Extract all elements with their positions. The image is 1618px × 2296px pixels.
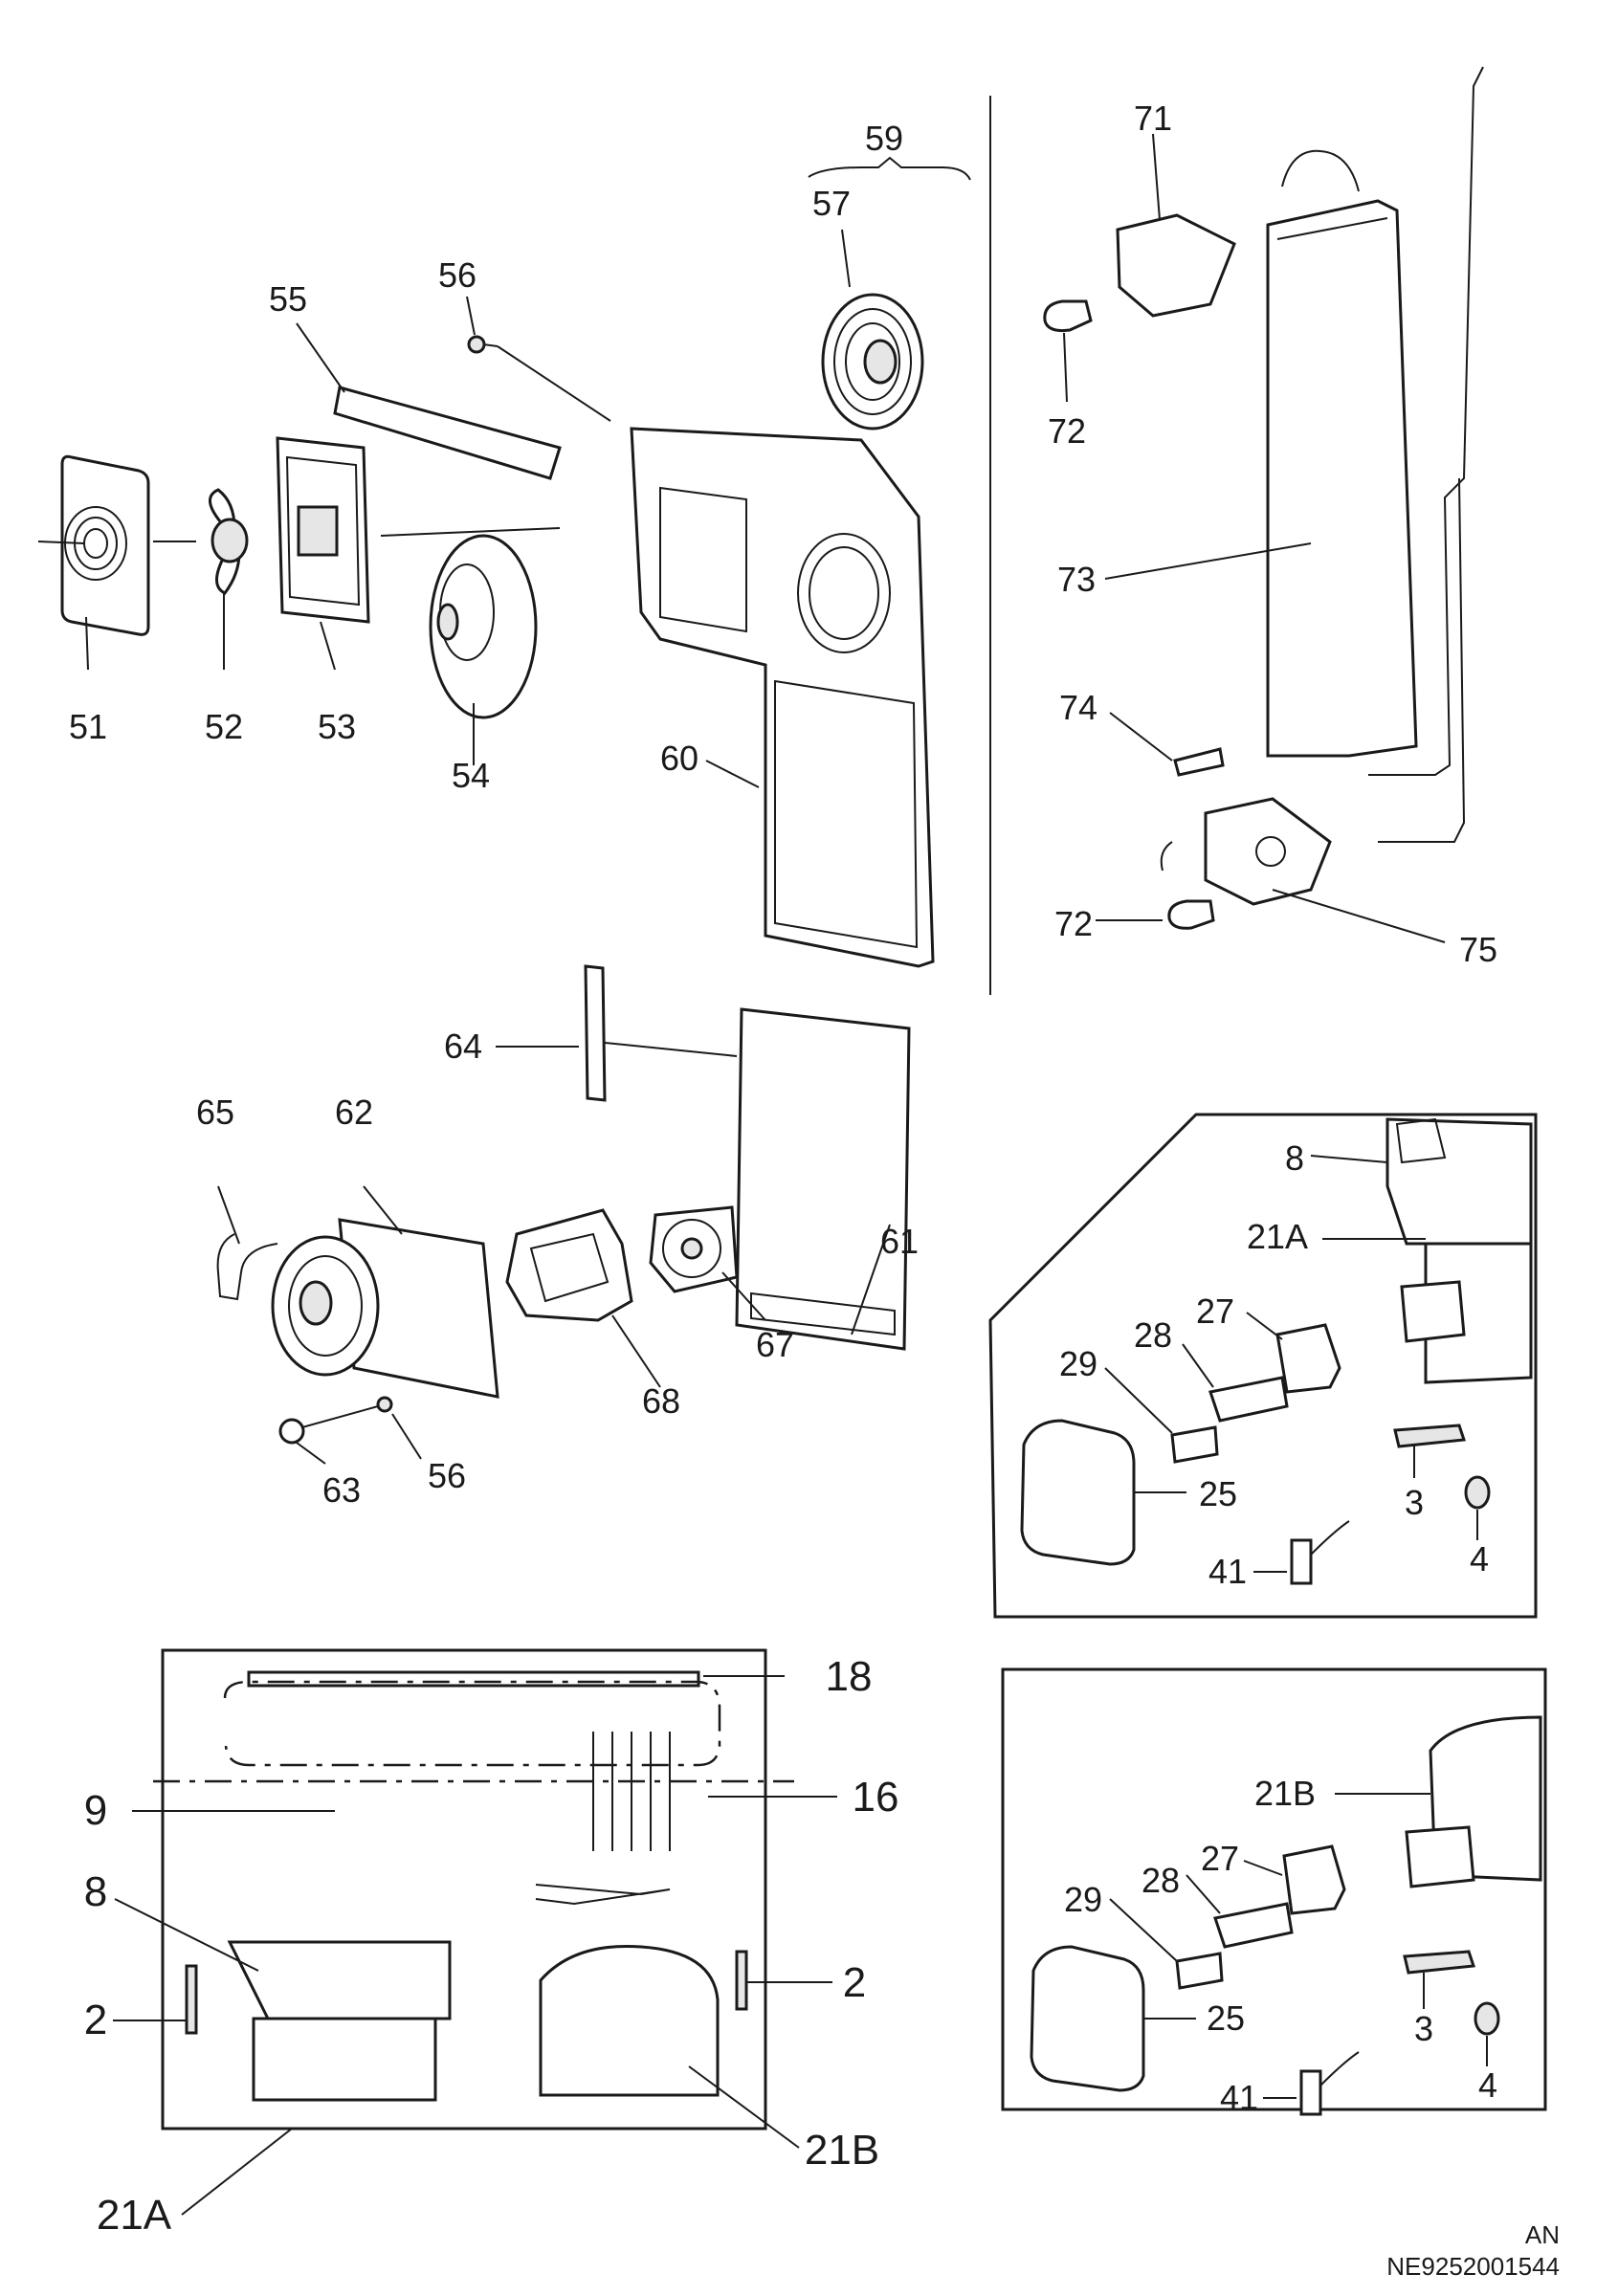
box2-terminal-plate [1405, 1825, 1475, 1888]
box1-part-4-grommet [1464, 1475, 1491, 1510]
bot-callout-16: 16 [853, 1774, 899, 1821]
bot-callout-9: 9 [84, 1787, 107, 1834]
box1-callout-28: 28 [1134, 1315, 1172, 1355]
bot-part-8-bracket [227, 1940, 452, 2020]
part-68-fan-ring [505, 1208, 661, 1388]
box2-part-4-grommet [1474, 2001, 1500, 2036]
callout-56-bottom: 56 [428, 1456, 466, 1495]
callout-56-top: 56 [438, 255, 477, 295]
bot-callout-21b: 21B [805, 2127, 879, 2174]
box2-callout-29: 29 [1064, 1880, 1102, 1919]
box2-part-29-clip [1175, 1952, 1224, 1990]
fan-assembly-group [37, 296, 611, 765]
part-74-clip [1109, 712, 1225, 872]
part-73-condenser [1104, 66, 1484, 843]
bot-part-21a-compressor [252, 2017, 437, 2102]
callout-61: 61 [880, 1222, 919, 1261]
detail-box-21b [1001, 1667, 1547, 2116]
part-53-motor-bracket [276, 436, 561, 671]
box2-callout-3: 3 [1414, 2009, 1433, 2048]
box2-part-28-overload [1213, 1902, 1294, 1949]
part-56-screw-top [466, 296, 611, 422]
part-52-fan-blade [153, 488, 249, 670]
bot-callout-2-right: 2 [843, 1959, 866, 2006]
callout-52: 52 [205, 707, 243, 746]
callout-74: 74 [1059, 688, 1097, 727]
box1-terminal-plate [1400, 1280, 1466, 1343]
callout-60: 60 [660, 739, 698, 778]
bot-callout-21a: 21A [97, 2192, 172, 2239]
bot-part-18-condenser-tube [247, 1670, 700, 1688]
box2-callout-25: 25 [1207, 1998, 1245, 2038]
callout-labels: 51 52 53 54 55 56 57 59 60 61 62 63 64 6… [69, 99, 1560, 2281]
part-55-cover-strip [296, 322, 562, 480]
part-71-relay-bracket [1116, 133, 1236, 318]
box1-part-41-capacitor [1290, 1538, 1313, 1585]
callout-73: 73 [1057, 560, 1096, 599]
callout-72-top: 72 [1048, 411, 1086, 451]
box1-callout-4: 4 [1470, 1539, 1489, 1578]
callout-75: 75 [1459, 930, 1497, 969]
callout-67: 67 [756, 1325, 794, 1364]
box1-part-27-relay [1275, 1323, 1341, 1394]
part-61-rear-panel [735, 1007, 911, 1351]
box2-part-25-cover [1030, 1945, 1145, 2092]
box1-part-3-bracket [1393, 1424, 1467, 1448]
callout-55: 55 [269, 279, 307, 319]
box2-callout-28: 28 [1141, 1861, 1180, 1900]
box1-part-25-cover [1020, 1419, 1136, 1566]
detail-box-21a [988, 1113, 1538, 1619]
callout-54: 54 [452, 756, 490, 795]
callout-68: 68 [642, 1381, 680, 1421]
box1-part-28-overload [1208, 1376, 1289, 1423]
part-57-fan-housing [808, 156, 971, 430]
footer-drawing-number: NE9252001544 [1386, 2252, 1560, 2281]
box1-callout-29: 29 [1059, 1344, 1097, 1383]
callout-62: 62 [335, 1093, 373, 1132]
box1-part-29-clip [1170, 1425, 1219, 1464]
box2-callout-27: 27 [1201, 1839, 1239, 1878]
bot-part-21b-compressor [539, 1944, 720, 2097]
compressor-compartment [113, 1648, 837, 2216]
callout-51: 51 [69, 707, 107, 746]
callout-65: 65 [196, 1093, 234, 1132]
part-72-grommet-top [1043, 299, 1093, 403]
box1-callout-21a: 21A [1247, 1217, 1308, 1256]
part-75-relay-cover [1204, 797, 1446, 943]
callout-59: 59 [865, 119, 903, 158]
box1-callout-27: 27 [1196, 1292, 1234, 1331]
part-67-axial-fan [649, 1205, 766, 1321]
box2-part-3-bracket [1403, 1950, 1476, 1975]
box2-callout-41: 41 [1220, 2078, 1258, 2117]
part-51-fan-grille [37, 454, 150, 671]
callout-64: 64 [444, 1027, 482, 1066]
box2-callout-21b: 21B [1254, 1774, 1316, 1813]
part-63-pin [278, 1418, 326, 1465]
box2-callout-4: 4 [1478, 2065, 1497, 2105]
box1-callout-25: 25 [1199, 1474, 1237, 1513]
callout-57: 57 [812, 184, 851, 223]
part-72-grommet-bottom [1096, 899, 1215, 930]
box2-part-27-relay [1282, 1844, 1346, 1915]
part-64-clip [496, 964, 738, 1102]
callout-53: 53 [318, 707, 356, 746]
footer-code-an: AN [1525, 2220, 1560, 2249]
bot-callout-2-left: 2 [84, 1997, 107, 2043]
bot-callout-8: 8 [84, 1868, 107, 1915]
callout-72-bottom: 72 [1054, 904, 1093, 943]
part-62-fan-motor-housing [216, 1185, 499, 1431]
part-60-evaporator-cover [630, 427, 935, 968]
box1-callout-41: 41 [1208, 1552, 1247, 1591]
box2-part-41-capacitor [1299, 2069, 1322, 2116]
bot-callout-18: 18 [826, 1653, 873, 1700]
box1-callout-8: 8 [1285, 1138, 1304, 1178]
callout-71: 71 [1134, 99, 1172, 138]
box1-callout-3: 3 [1405, 1483, 1424, 1522]
part-54-fan-shroud [429, 534, 538, 765]
callout-63: 63 [322, 1470, 361, 1510]
